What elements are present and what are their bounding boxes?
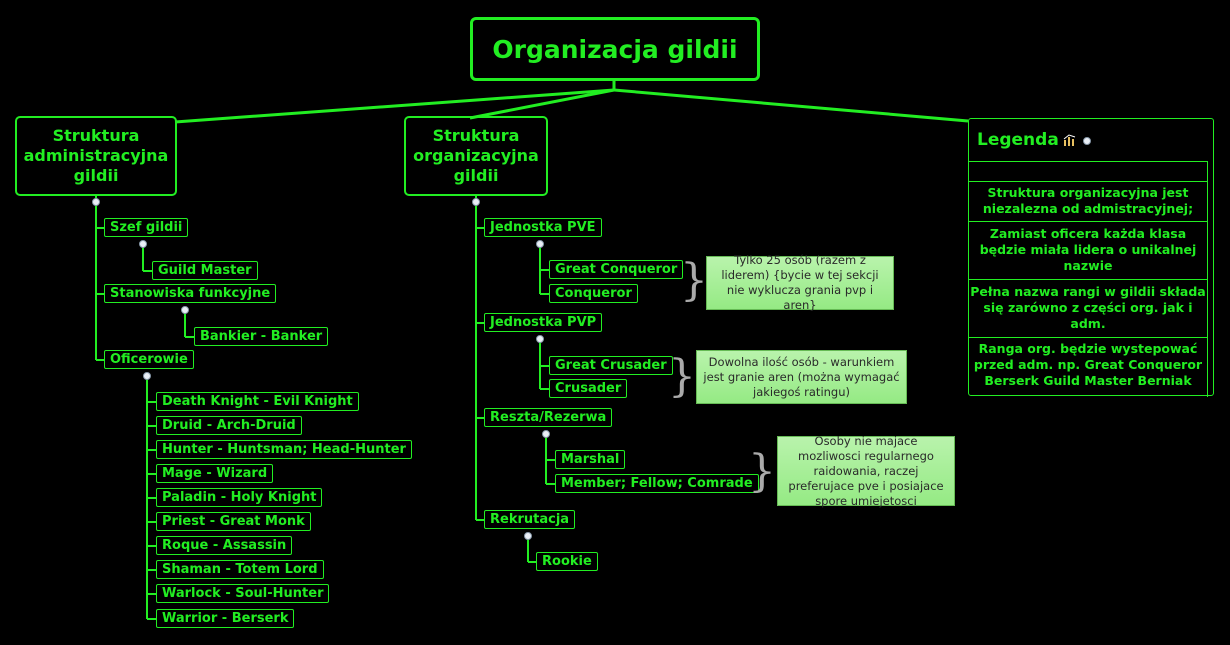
note-pvp[interactable]: Dowolna ilość osób - warunkiem jest gran… [696,350,907,404]
node-szef-gildii[interactable]: Szef gildii [104,218,189,237]
collapse-toggle-rekrutacja[interactable] [524,532,532,540]
officer-item[interactable]: Priest - Great Monk [156,512,311,531]
officer-item[interactable]: Hunter - Huntsman; Head-Hunter [156,440,412,459]
legend-row: Struktura organizacyjna jest niezalezna … [982,185,1194,216]
legend-title-text: Legenda [977,130,1059,150]
node-pve[interactable]: Jednostka PVE [484,218,602,237]
legend-title: Legenda [977,130,1091,150]
officer-item[interactable]: Death Knight - Evil Knight [156,392,359,411]
brace-reszta: } [748,446,776,497]
legend-row: Zamiast oficera każda klasa będzie miała… [979,226,1197,273]
collapse-toggle-org[interactable] [472,198,480,206]
legend-row: Ranga org. będzie wystepować przed adm. … [973,341,1203,388]
chart-icon [1063,134,1075,146]
legend-panel[interactable]: Legenda Struktura organizacyjna jest nie… [968,118,1214,397]
branch-admin-label: Struktura administracyjna gildii [23,126,169,185]
officer-item[interactable]: Warrior - Berserk [156,609,295,628]
node-great-crusader[interactable]: Great Crusader [549,356,673,375]
note-reszta[interactable]: Osoby nie majace mozliwosci regularnego … [777,434,955,508]
node-rekrutacja[interactable]: Rekrutacja [484,510,576,529]
root-node[interactable]: Organizacja gildii [470,17,760,81]
branch-org[interactable]: Struktura organizacyjna gildii [404,116,548,196]
note-pve[interactable]: Tylko 25 osób (razem z liderem) {bycie w… [706,253,894,312]
node-guild-master[interactable]: Guild Master [152,261,258,280]
collapse-toggle-pvp[interactable] [536,335,544,343]
node-marshal[interactable]: Marshal [555,450,626,469]
node-great-conqueror[interactable]: Great Conqueror [549,260,684,279]
node-stanowiska[interactable]: Stanowiska funkcyjne [104,284,277,303]
officer-item[interactable]: Mage - Wizard [156,464,274,483]
node-rookie[interactable]: Rookie [536,552,598,571]
node-pvp[interactable]: Jednostka PVP [484,313,603,332]
officer-item[interactable]: Paladin - Holy Knight [156,488,323,507]
collapse-toggle-reszta[interactable] [542,430,550,438]
node-member[interactable]: Member; Fellow; Comrade [555,474,759,493]
node-conqueror[interactable]: Conqueror [549,284,638,303]
node-bankier[interactable]: Bankier - Banker [194,327,329,346]
legend-row: Pełna nazwa rangi w gildii składa się za… [970,284,1206,331]
collapse-toggle-legend[interactable] [1082,137,1091,145]
collapse-toggle-admin[interactable] [92,198,100,206]
collapse-toggle-pve[interactable] [536,240,544,248]
officer-item[interactable]: Warlock - Soul-Hunter [156,584,330,603]
node-oficerowie[interactable]: Oficerowie [104,350,194,369]
collapse-toggle-szef[interactable] [139,240,147,248]
officer-item[interactable]: Druid - Arch-Druid [156,416,302,435]
brace-pvp: } [668,351,696,402]
node-reszta[interactable]: Reszta/Rezerwa [484,408,613,427]
node-crusader[interactable]: Crusader [549,379,628,398]
officer-item[interactable]: Shaman - Totem Lord [156,560,324,579]
branch-admin[interactable]: Struktura administracyjna gildii [15,116,177,196]
branch-org-label: Struktura organizacyjna gildii [413,126,539,185]
brace-pve: } [680,255,708,306]
officer-item[interactable]: Roque - Assassin [156,536,293,555]
collapse-toggle-oficerowie[interactable] [143,372,151,380]
collapse-toggle-stanowiska[interactable] [181,306,189,314]
